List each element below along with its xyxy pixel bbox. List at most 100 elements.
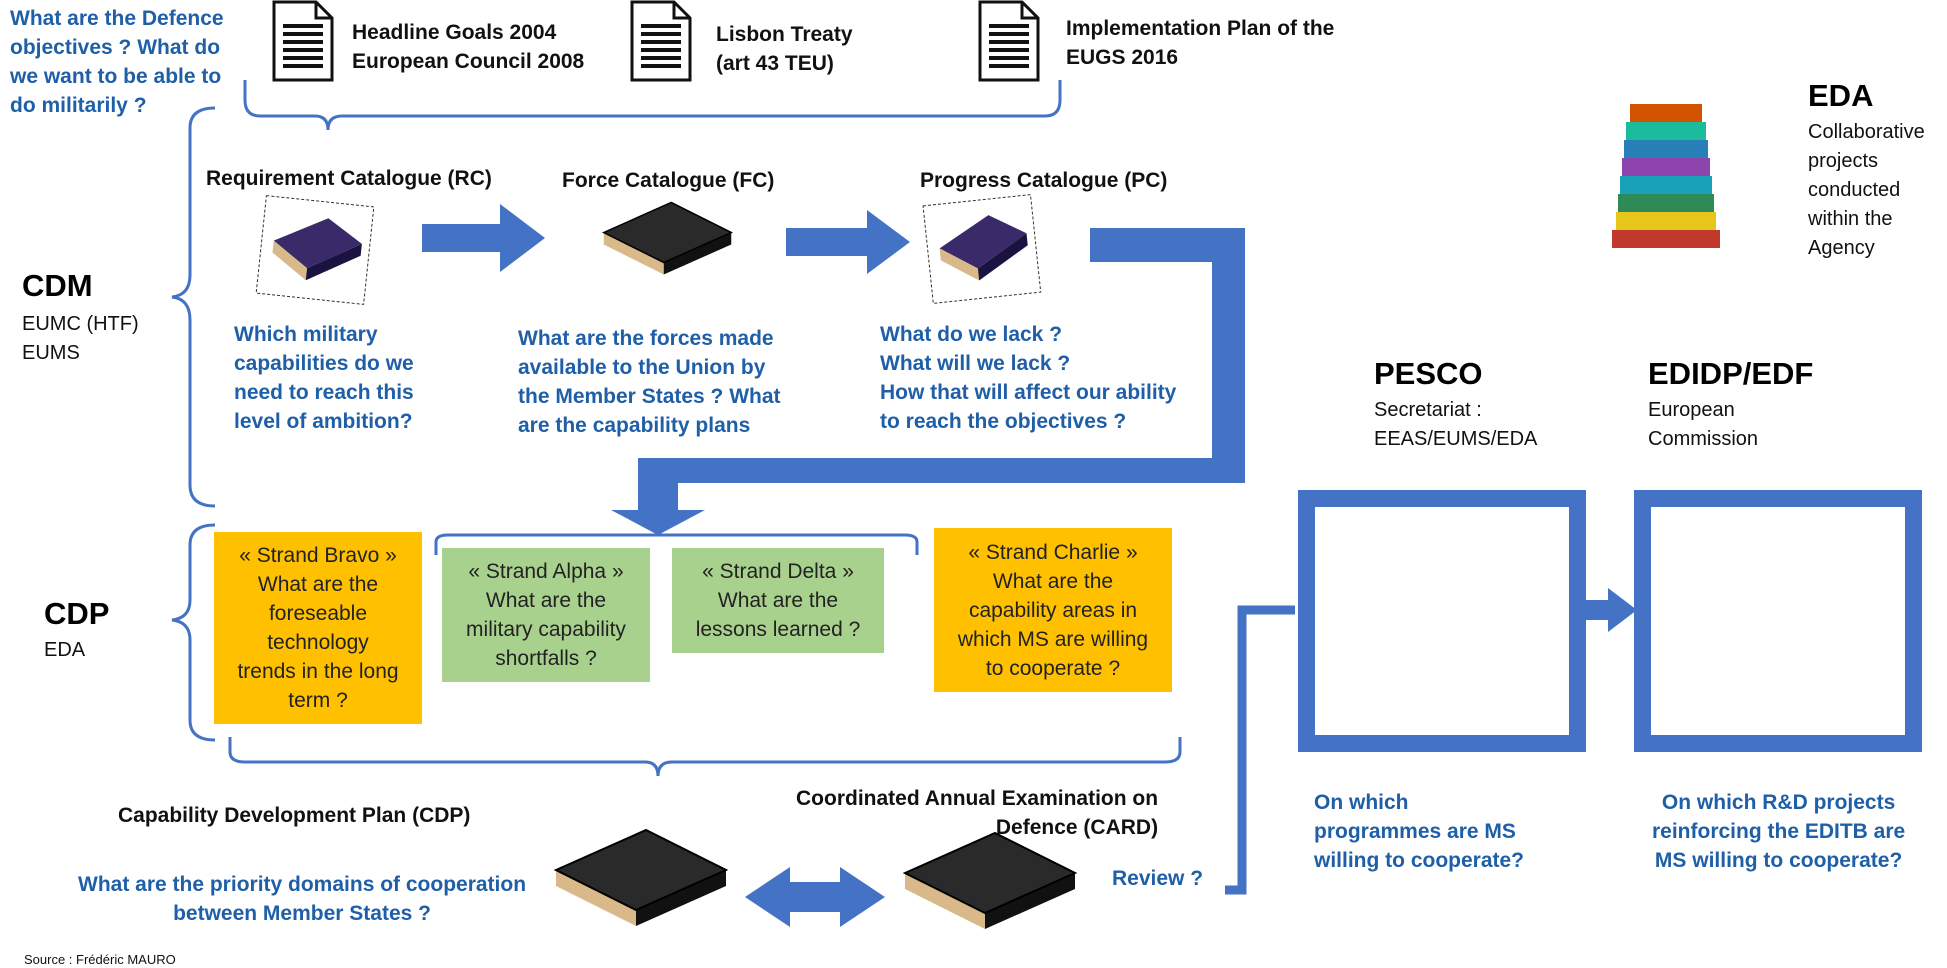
text-line: Which military — [234, 323, 378, 346]
text-line: Headline Goals 2004 — [352, 21, 557, 44]
text-line: which MS are willing — [957, 627, 1149, 651]
text-line: What are the — [717, 589, 839, 612]
text-line: programmes are MS — [1314, 820, 1516, 843]
text-line: What are the — [485, 589, 607, 612]
text-line: to cooperate ? — [985, 656, 1121, 680]
cdp-brace — [171, 523, 216, 742]
cdp-body: EDA — [44, 639, 86, 661]
arrow-pesco-to-edidp — [1585, 588, 1637, 632]
text-line: MS willing to cooperate? — [1654, 849, 1903, 872]
headline-goals-label: Headline Goals 2004 European Council 200… — [352, 18, 584, 76]
text-line: What are the — [257, 573, 379, 596]
text-line: need to reach this — [234, 381, 414, 404]
strands-bracket — [434, 533, 919, 555]
cdp-bottom-bracket — [228, 737, 1182, 777]
cdp-card-double-arrow — [745, 867, 885, 927]
review-line — [1225, 605, 1295, 895]
review-question: Review ? — [1112, 867, 1204, 890]
text-line: military capability — [466, 618, 626, 641]
text-line: do militarily ? — [10, 94, 147, 117]
cdm-brace — [171, 106, 216, 508]
text-line: foreseable — [268, 602, 368, 625]
edidp-edf-owner: European Commission — [1648, 396, 1758, 454]
text-line: What do we lack ? — [880, 323, 1063, 346]
lisbon-treaty-label: Lisbon Treaty (art 43 TEU) — [716, 20, 853, 78]
text-line: EUMC (HTF) — [22, 313, 139, 335]
text-line: lessons learned ? — [695, 618, 861, 641]
text-line: EUGS 2016 — [1066, 46, 1179, 69]
text-line: technology — [267, 631, 369, 654]
document-icon — [272, 0, 334, 82]
text-line: European Council 2008 — [352, 50, 585, 73]
text-line: EUMS — [22, 342, 80, 364]
text-line: level of ambition? — [234, 410, 413, 433]
progress-catalogue-question: What do we lack ? What will we lack ? Ho… — [880, 320, 1176, 436]
text-line: term ? — [288, 689, 348, 712]
cdm-title: CDM — [22, 268, 93, 303]
eda-title: EDA — [1808, 78, 1874, 113]
text-line: we want to be able to — [10, 65, 222, 88]
eda-description: Collaborative projects conducted within … — [1808, 118, 1925, 263]
document-icon — [978, 0, 1040, 82]
text-line: shortfalls ? — [495, 647, 597, 670]
text-line: Implementation Plan of the — [1066, 17, 1335, 40]
text-line: EEAS/EUMS/EDA — [1374, 428, 1538, 450]
text-line: What are the — [992, 569, 1114, 593]
text-line: the Member States ? What — [518, 385, 781, 408]
document-icon — [630, 0, 692, 82]
pesco-title: PESCO — [1374, 356, 1483, 391]
text-line: Collaborative — [1808, 121, 1925, 143]
progress-catalogue-title: Progress Catalogue (PC) — [920, 169, 1168, 192]
force-catalogue-book-icon — [603, 201, 732, 276]
text-line: « Strand Bravo » — [239, 544, 397, 567]
text-line: « Strand Alpha » — [468, 560, 624, 583]
eda-books-stack-icon — [1612, 104, 1720, 248]
force-catalogue-title: Force Catalogue (FC) — [562, 169, 775, 192]
text-line: projects — [1808, 150, 1879, 172]
edidp-question: On which R&D projects reinforcing the ED… — [1652, 788, 1905, 875]
cdp-title: CDP — [44, 596, 110, 631]
arrow-pc-to-strands — [611, 228, 1245, 535]
edidp-edf-title: EDIDP/EDF — [1648, 356, 1814, 391]
edidp-frame — [1634, 490, 1922, 752]
force-catalogue-question: What are the forces made available to th… — [518, 324, 781, 440]
text-line: trends in the long — [237, 660, 399, 683]
text-line: How that will affect our ability — [880, 381, 1177, 404]
text-line: What are the priority domains of coopera… — [78, 873, 527, 896]
text-line: « Strand Delta » — [702, 560, 854, 583]
priority-domains-question: What are the priority domains of coopera… — [78, 870, 526, 928]
text-line: are the capability plans — [518, 414, 751, 437]
text-line: What are the Defence — [10, 7, 224, 30]
text-line: within the — [1808, 208, 1893, 230]
pesco-question: On which programmes are MS willing to co… — [1314, 788, 1524, 875]
text-line: Commission — [1648, 428, 1759, 450]
text-line: capability areas in — [968, 598, 1138, 622]
requirement-catalogue-book-icon — [255, 195, 375, 305]
text-line: to reach the objectives ? — [880, 410, 1127, 433]
text-line: « Strand Charlie » — [968, 540, 1138, 564]
capability-development-plan-label: Capability Development Plan (CDP) — [118, 804, 471, 827]
strand-bravo-box: « Strand Bravo » What are the foreseable… — [214, 532, 422, 724]
pesco-frame — [1298, 490, 1586, 752]
progress-catalogue-book-icon — [922, 194, 1042, 304]
text-line: On which — [1314, 791, 1409, 814]
source-credit: Source : Frédéric MAURO — [24, 952, 176, 967]
top-bracket — [243, 80, 1062, 131]
text-line: available to the Union by — [518, 356, 766, 379]
eugs-implementation-plan-label: Implementation Plan of the EUGS 2016 — [1066, 14, 1334, 72]
text-line: European — [1648, 399, 1735, 421]
arrow-rc-to-fc — [422, 204, 545, 272]
text-line: On which R&D projects — [1661, 791, 1896, 814]
text-line: Agency — [1808, 237, 1875, 259]
text-line: between Member States ? — [173, 902, 431, 925]
strand-charlie-box: « Strand Charlie » What are the capabili… — [934, 528, 1172, 692]
cdp-book-icon — [555, 829, 727, 927]
text-line: What are the forces made — [518, 327, 774, 350]
text-line: Secretariat : — [1374, 399, 1482, 421]
text-line: reinforcing the EDITB are — [1652, 820, 1906, 843]
text-line: (art 43 TEU) — [716, 52, 834, 75]
text-line: willing to cooperate? — [1314, 849, 1525, 872]
card-book-icon — [904, 832, 1076, 930]
requirement-catalogue-title: Requirement Catalogue (RC) — [206, 167, 492, 190]
strand-alpha-box: « Strand Alpha » What are the military c… — [442, 548, 650, 682]
